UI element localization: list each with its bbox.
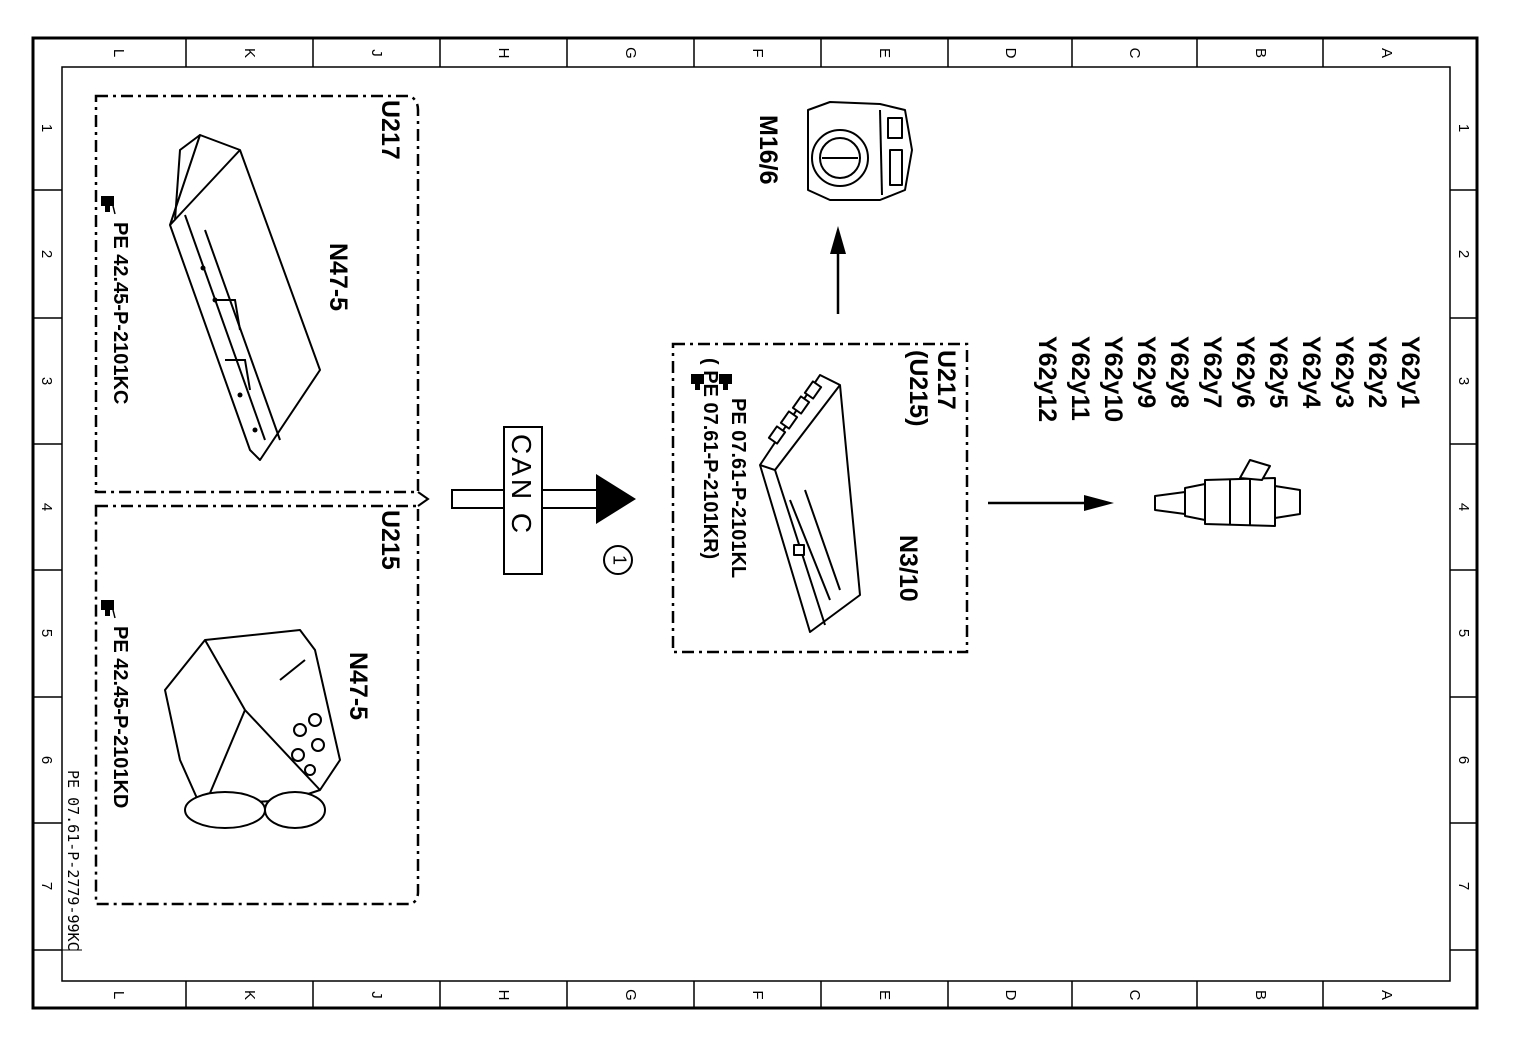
row-number: 5 xyxy=(1455,629,1472,637)
col-letter: F xyxy=(749,990,766,999)
col-letter: L xyxy=(110,991,127,999)
row-number: 6 xyxy=(38,756,55,764)
injector-label: Y62y12 xyxy=(1033,336,1061,422)
ref-hand-icon xyxy=(101,600,116,619)
group-bracket xyxy=(417,491,430,507)
ref-hand-icon xyxy=(719,374,732,390)
row-number: 3 xyxy=(1455,377,1472,385)
component-label: N47-5 xyxy=(344,652,372,720)
col-letter: E xyxy=(876,48,893,58)
row-number: 2 xyxy=(1455,250,1472,258)
ref-hand-icon xyxy=(691,374,704,390)
ref-hand-icon xyxy=(101,196,116,215)
doc-reference: PE 07.61-P-2779-99KC xyxy=(64,770,82,951)
injector-drawing xyxy=(1154,459,1301,527)
injector-label: Y62y2 xyxy=(1363,336,1391,408)
can-bus-arrow: CAN C xyxy=(451,426,636,575)
component-label: N47-5 xyxy=(324,243,352,311)
ecu-drawing xyxy=(759,374,861,633)
row-numbers-right: 1 2 3 4 5 6 7 xyxy=(1455,124,1472,890)
row-number: 2 xyxy=(38,250,55,258)
col-letter: K xyxy=(241,48,258,58)
can-bus-label-box xyxy=(503,426,543,575)
row-number: 1 xyxy=(1455,124,1472,132)
throttle-actuator: M16/6 xyxy=(754,101,913,201)
injector-label: Y62y5 xyxy=(1264,336,1292,408)
group-model-label: U217 xyxy=(932,350,960,410)
col-letter: A xyxy=(1378,990,1395,1000)
col-letter: J xyxy=(368,49,385,57)
injector-label: Y62y7 xyxy=(1198,336,1226,408)
col-letter: G xyxy=(622,47,639,59)
col-letter: A xyxy=(1378,48,1395,58)
row-number: 7 xyxy=(1455,882,1472,890)
injector-label: Y62y8 xyxy=(1165,336,1193,408)
injector-label: Y62y4 xyxy=(1297,336,1325,408)
col-letters-bottom: L K J H G F E D C B A xyxy=(110,989,1395,1001)
row-numbers-left: 1 2 3 4 5 6 7 xyxy=(38,124,55,890)
injector-label: Y62y10 xyxy=(1099,336,1127,422)
row-number: 3 xyxy=(38,377,55,385)
injector-label: Y62y9 xyxy=(1132,336,1160,408)
ref-code: PE 07.61-P-2101KL xyxy=(727,398,749,578)
inner-frame xyxy=(61,66,1451,982)
control-unit-drawing xyxy=(164,629,341,829)
col-letter: E xyxy=(876,990,893,1000)
col-letter: G xyxy=(622,989,639,1001)
injector-label: Y62y6 xyxy=(1231,336,1259,408)
row-number: 1 xyxy=(38,124,55,132)
note-marker-number: 1 xyxy=(609,555,629,565)
arrow-to-injectors xyxy=(988,495,1114,511)
throttle-label: M16/6 xyxy=(754,115,782,184)
row-number: 4 xyxy=(1455,503,1472,511)
group-u217-n47-5: U217 N47-5 PE 42.45-P-2101KC xyxy=(94,94,420,494)
group-box xyxy=(671,342,969,654)
col-letter: D xyxy=(1002,990,1019,1001)
col-letter: B xyxy=(1252,48,1269,58)
col-letter: L xyxy=(110,49,127,57)
col-letter: J xyxy=(368,991,385,999)
injector-label: Y62y1 xyxy=(1396,336,1424,408)
group-model-label: U217 xyxy=(376,100,404,160)
throttle-drawing xyxy=(807,101,913,201)
col-letter: C xyxy=(1126,48,1143,59)
col-letter: D xyxy=(1002,48,1019,59)
group-u215-n47-5: U215 N47-5 PE 42.45-P-2101KD xyxy=(94,504,420,906)
row-number: 4 xyxy=(38,503,55,511)
grid-ticks xyxy=(33,38,1477,1008)
col-letter: B xyxy=(1252,990,1269,1000)
can-bus-label: CAN C xyxy=(506,434,537,536)
ref-code: PE 42.45-P-2101KC xyxy=(109,222,131,404)
injector-label: Y62y3 xyxy=(1330,336,1358,408)
col-letter: F xyxy=(749,48,766,57)
group-box xyxy=(94,94,420,494)
row-number: 5 xyxy=(38,629,55,637)
col-letter: C xyxy=(1126,990,1143,1001)
ref-code: ( PE 07.61-P-2101KR) xyxy=(699,358,721,559)
col-letter: H xyxy=(495,48,512,59)
group-box xyxy=(94,504,420,906)
row-number: 7 xyxy=(38,882,55,890)
fuel-injector: Y62y1 Y62y2 Y62y3 Y62y4 Y62y5 Y62y6 Y62y… xyxy=(1033,336,1424,527)
outer-frame xyxy=(31,36,1479,1010)
ref-code: PE 42.45-P-2101KD xyxy=(109,626,131,808)
col-letters-top: L K J H G F E D C B A xyxy=(110,47,1395,59)
col-letter: K xyxy=(241,990,258,1000)
note-marker: 1 xyxy=(603,545,633,575)
component-label: N3/10 xyxy=(894,535,922,602)
row-number: 6 xyxy=(1455,756,1472,764)
group-model-label: U215 xyxy=(376,510,404,570)
col-letter: H xyxy=(495,990,512,1001)
arrow-to-throttle xyxy=(830,226,846,314)
group-n3-10: U217 (U215) N3/10 PE 07.61-P-2101KL ( PE… xyxy=(671,342,969,654)
injector-label: Y62y11 xyxy=(1066,336,1094,421)
control-unit-drawing xyxy=(169,134,321,461)
group-model-label-alt: (U215) xyxy=(904,350,932,426)
